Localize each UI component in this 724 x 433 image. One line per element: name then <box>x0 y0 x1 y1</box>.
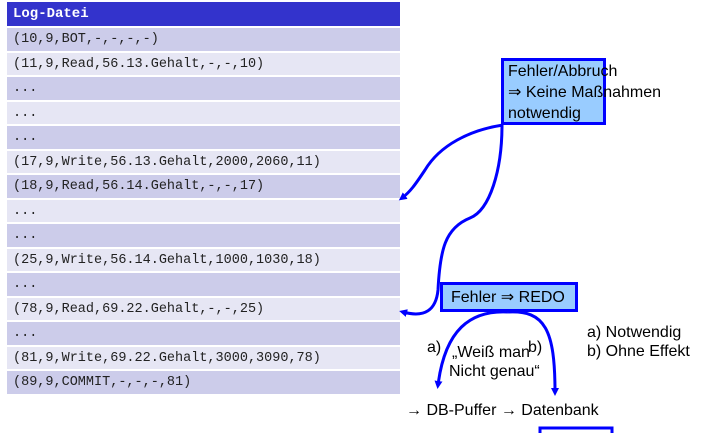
log-entry: ... <box>7 224 400 249</box>
log-file-header: Log-Datei <box>7 2 400 28</box>
flow-db-buffer-database: → DB-Puffer → Datenbank <box>406 402 599 419</box>
abort-callout-line3: notwendig <box>508 105 581 122</box>
abort-callout-line1: Fehler/Abbruch <box>508 63 618 80</box>
legend-b: b) Ohne Effekt <box>587 343 690 360</box>
uncertain-line2: Nicht genau“ <box>449 363 540 380</box>
redo-callout: Fehler ⇒ REDO <box>440 282 578 312</box>
log-entry: (18,9,Read,56.14.Gehalt,-,-,17) <box>7 175 400 200</box>
abort-callout-line2: ⇒ Keine Maßnahmen <box>508 84 662 101</box>
log-entry: (25,9,Write,56.14.Gehalt,1000,1030,18) <box>7 248 400 273</box>
branch-a-label: a) <box>427 339 442 356</box>
arrow-abort-to-redo-entry <box>399 124 504 317</box>
log-entry: ... <box>7 199 400 224</box>
arrow-redo-to-database <box>507 310 559 396</box>
log-entry: (81,9,Write,69.22.Gehalt,3000,3090,78) <box>7 346 400 371</box>
arrow-redo-to-db-buffer <box>434 310 509 389</box>
log-entry: ... <box>7 273 400 298</box>
log-entry: ... <box>7 101 400 126</box>
log-entry: (10,9,BOT,-,-,-,-) <box>7 28 400 53</box>
log-entry: (11,9,Read,56.13.Gehalt,-,-,10) <box>7 52 400 77</box>
log-entry: (89,9,COMMIT,-,-,-,81) <box>7 371 400 396</box>
branch-b-label: b) <box>528 339 543 356</box>
legend-a: a) Notwendig <box>587 324 682 341</box>
log-entry: ... <box>7 77 400 102</box>
log-file-table: Log-Datei (10,9,BOT,-,-,-,-) (11,9,Read,… <box>7 2 400 396</box>
arrow-abort-to-read-entry <box>398 123 504 201</box>
log-entry: (17,9,Write,56.13.Gehalt,2000,2060,11) <box>7 150 400 175</box>
database-box-fragment <box>538 426 614 433</box>
log-entry: (78,9,Read,69.22.Gehalt,-,-,25) <box>7 297 400 322</box>
log-entry: ... <box>7 322 400 347</box>
redo-callout-text: Fehler ⇒ REDO <box>451 289 565 306</box>
abort-callout: Fehler/Abbruch ⇒ Keine Maßnahmen notwend… <box>501 58 662 125</box>
uncertain-line1: „Weiß man <box>452 344 530 361</box>
log-entry: ... <box>7 126 400 151</box>
